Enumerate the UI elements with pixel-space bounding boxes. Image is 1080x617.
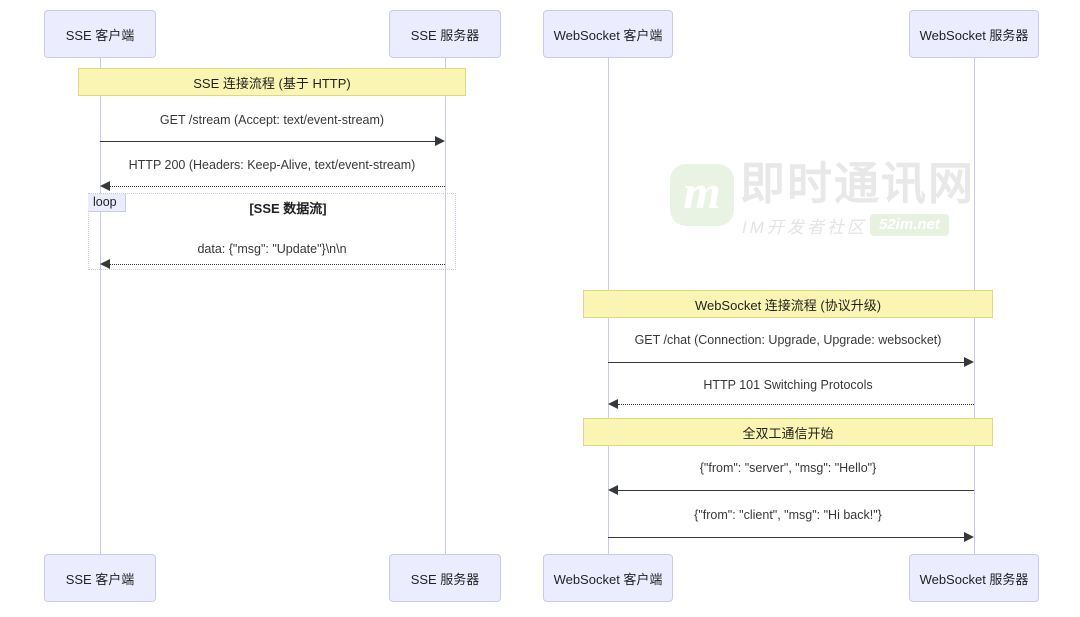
loop-title-sse: [SSE 数据流] [249,198,326,217]
message-text: {"from": "client", "msg": "Hi back!"} [694,508,882,522]
loop-tag-text: loop [93,195,117,209]
note-label: WebSocket 连接流程 (协议升级) [694,297,882,313]
message-label-get-stream: GET /stream (Accept: text/event-stream) [160,113,384,127]
loop-tag-label: loop [88,194,126,212]
watermark: m 即时通讯网 IM开发者社区 52im.net [670,158,973,244]
note-sse-flow: SSE 连接流程 (基于 HTTP) [78,68,466,96]
message-text: HTTP 200 (Headers: Keep-Alive, text/even… [128,158,416,172]
message-label-get-chat: GET /chat (Connection: Upgrade, Upgrade:… [635,333,942,347]
message-arrow-ws-client-hiback [608,537,964,538]
note-ws-flow: WebSocket 连接流程 (协议升级) [583,290,993,318]
participant-ws-server-top[interactable]: WebSocket 服务器 [909,10,1039,58]
watermark-logo-icon: m [670,164,734,226]
participant-label: WebSocket 客户端 [553,571,663,587]
arrowhead-right-icon [964,357,974,367]
message-arrow-ws-server-hello [618,490,974,491]
loop-frame-sse [88,193,456,270]
message-label-sse-data: data: {"msg": "Update"}\n\n [197,242,346,256]
participant-label: WebSocket 服务器 [919,571,1029,587]
arrowhead-right-icon [435,136,445,146]
message-label-http-200: HTTP 200 (Headers: Keep-Alive, text/even… [129,158,416,172]
watermark-domain: 52im.net [870,214,949,236]
watermark-title: 即时通讯网 [740,157,976,210]
participant-ws-client-bottom[interactable]: WebSocket 客户端 [543,554,673,602]
participant-ws-client-top[interactable]: WebSocket 客户端 [543,10,673,58]
message-arrow-get-stream [100,141,435,142]
note-label: SSE 连接流程 (基于 HTTP) [193,75,351,91]
message-text: {"from": "server", "msg": "Hello"} [699,461,877,475]
arrowhead-left-icon [100,181,110,191]
message-label-http-101: HTTP 101 Switching Protocols [703,378,872,392]
message-arrow-sse-data [110,264,445,265]
participant-label: SSE 服务器 [410,27,480,43]
participant-ws-server-bottom[interactable]: WebSocket 服务器 [909,554,1039,602]
message-label-ws-client-hiback: {"from": "client", "msg": "Hi back!"} [694,508,882,522]
arrowhead-left-icon [608,485,618,495]
participant-sse-server-top[interactable]: SSE 服务器 [389,10,501,58]
arrowhead-right-icon [964,532,974,542]
participant-label: SSE 客户端 [65,571,135,587]
lifeline-sse-client [100,58,101,554]
participant-sse-client-bottom[interactable]: SSE 客户端 [44,554,156,602]
message-text: GET /chat (Connection: Upgrade, Upgrade:… [634,333,942,347]
note-label: 全双工通信开始 [742,425,834,441]
participant-sse-server-bottom[interactable]: SSE 服务器 [389,554,501,602]
message-arrow-http-101 [618,404,974,405]
watermark-subtitle: IM开发者社区 [742,218,867,237]
message-text: data: {"msg": "Update"}\n\n [197,242,347,256]
message-text: HTTP 101 Switching Protocols [703,378,873,392]
lifeline-sse-server [445,58,446,554]
participant-sse-client-top[interactable]: SSE 客户端 [44,10,156,58]
loop-title-text: [SSE 数据流] [249,201,327,216]
participant-label: WebSocket 服务器 [919,27,1029,43]
participant-label: SSE 客户端 [65,27,135,43]
arrowhead-left-icon [100,259,110,269]
participant-label: SSE 服务器 [410,571,480,587]
note-fullduplex: 全双工通信开始 [583,418,993,446]
participant-label: WebSocket 客户端 [553,27,663,43]
message-label-ws-server-hello: {"from": "server", "msg": "Hello"} [700,461,877,475]
message-text: GET /stream (Accept: text/event-stream) [159,113,385,127]
message-arrow-http-200 [110,186,445,187]
arrowhead-left-icon [608,399,618,409]
message-arrow-get-chat [608,362,964,363]
